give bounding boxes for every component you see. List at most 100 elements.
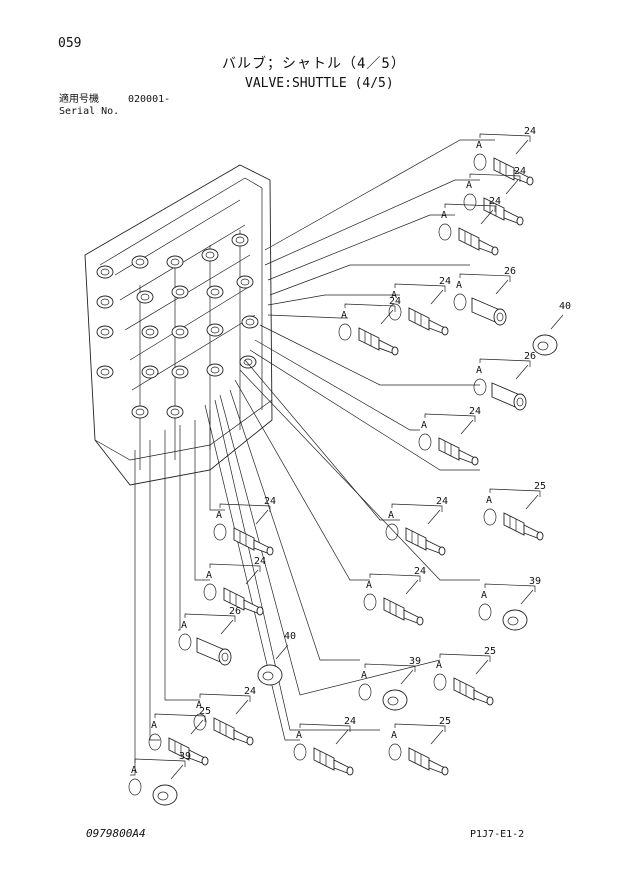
o-ring-icon <box>418 433 432 451</box>
o-ring-icon <box>128 778 142 796</box>
fitting-part-24 <box>405 527 446 556</box>
body-port <box>171 365 189 379</box>
part-number-callout: 24 <box>514 166 526 177</box>
part-number-callout: 24 <box>344 716 356 727</box>
body-port <box>171 285 189 299</box>
o-ring-icon <box>193 713 207 731</box>
fitting-part-24 <box>408 307 449 336</box>
body-port <box>131 405 149 419</box>
fitting-part-26 <box>196 637 232 666</box>
part-number-callout: 24 <box>414 566 426 577</box>
body-port <box>166 405 184 419</box>
part-number-callout: 40 <box>559 301 571 312</box>
o-ring-callout: A <box>476 365 482 376</box>
o-ring-callout: A <box>131 765 137 776</box>
serial-label-japanese: 適用号機 <box>59 94 99 105</box>
o-ring-icon <box>478 603 492 621</box>
body-port <box>201 248 219 262</box>
serial-label-english: Serial No. <box>59 106 120 117</box>
o-ring-icon <box>148 733 162 751</box>
o-ring-callout: A <box>436 660 442 671</box>
body-port <box>206 363 224 377</box>
body-port <box>166 255 184 269</box>
o-ring-callout: A <box>456 280 462 291</box>
part-number-callout: 24 <box>524 126 536 137</box>
fitting-part-24 <box>233 527 274 556</box>
o-ring-callout: A <box>481 590 487 601</box>
o-ring-callout: A <box>206 570 212 581</box>
o-ring-icon <box>453 293 467 311</box>
body-port <box>141 325 159 339</box>
body-port <box>96 295 114 309</box>
body-port <box>131 255 149 269</box>
fitting-part-24 <box>313 747 354 776</box>
part-number-callout: 25 <box>534 481 546 492</box>
o-ring-icon <box>338 323 352 341</box>
fitting-part-26 <box>471 297 507 326</box>
o-ring-icon <box>473 378 487 396</box>
part-number-callout: 26 <box>504 266 516 277</box>
o-ring-icon <box>293 743 307 761</box>
body-port <box>239 355 257 369</box>
o-ring-icon <box>385 523 399 541</box>
part-number-callout: 39 <box>179 751 191 762</box>
part-number-callout: 24 <box>436 496 448 507</box>
o-ring-icon <box>203 583 217 601</box>
fitting-part-26 <box>491 382 527 411</box>
fitting-part-24 <box>458 227 499 256</box>
fitting-part-25 <box>408 747 449 776</box>
serial-number-value: 020001- <box>128 94 171 105</box>
body-port <box>96 265 114 279</box>
body-port <box>236 275 254 289</box>
part-number-callout: 39 <box>529 576 541 587</box>
part-number-callout: 24 <box>254 556 266 567</box>
fitting-part-24 <box>483 197 524 226</box>
o-ring-callout: A <box>466 180 472 191</box>
fitting-part-39 <box>152 784 178 806</box>
o-ring-icon <box>388 743 402 761</box>
fitting-part-40 <box>257 664 283 686</box>
o-ring-callout: A <box>486 495 492 506</box>
leader-lines <box>130 139 495 776</box>
o-ring-callout: A <box>476 140 482 151</box>
body-port <box>171 325 189 339</box>
fitting-part-24 <box>493 157 534 186</box>
body-port <box>96 325 114 339</box>
body-port <box>231 233 249 247</box>
fitting-part-40 <box>532 334 558 356</box>
part-number-callout: 24 <box>469 406 481 417</box>
o-ring-callout: A <box>361 670 367 681</box>
reference-code: P1J7-E1-2 <box>470 829 525 840</box>
o-ring-icon <box>463 193 477 211</box>
body-port <box>96 365 114 379</box>
o-ring-icon <box>433 673 447 691</box>
fitting-part-25 <box>453 677 494 706</box>
fitting-part-25 <box>168 737 209 766</box>
page-title-japanese: バルブ；シャトル（4／5） <box>222 56 406 72</box>
fitting-part-24 <box>383 597 424 626</box>
part-number-callout: 24 <box>389 296 401 307</box>
part-number-callout: 40 <box>284 631 296 642</box>
o-ring-icon <box>438 223 452 241</box>
o-ring-callout: A <box>391 730 397 741</box>
document-code: 0979800A4 <box>86 827 146 840</box>
fitting-part-39 <box>382 689 408 711</box>
part-number-callout: 26 <box>524 351 536 362</box>
body-port <box>141 365 159 379</box>
o-ring-callout: A <box>391 290 397 301</box>
o-ring-callout: A <box>216 510 222 521</box>
part-number-callout: 25 <box>484 646 496 657</box>
o-ring-icon <box>213 523 227 541</box>
part-number-callout: 39 <box>409 656 421 667</box>
o-ring-icon <box>483 508 497 526</box>
fitting-part-25 <box>503 512 544 541</box>
o-ring-icon <box>363 593 377 611</box>
o-ring-callout: A <box>196 700 202 711</box>
fitting-part-24 <box>438 437 479 466</box>
o-ring-callout: A <box>181 620 187 631</box>
part-number-callout: 24 <box>264 496 276 507</box>
o-ring-icon <box>178 633 192 651</box>
